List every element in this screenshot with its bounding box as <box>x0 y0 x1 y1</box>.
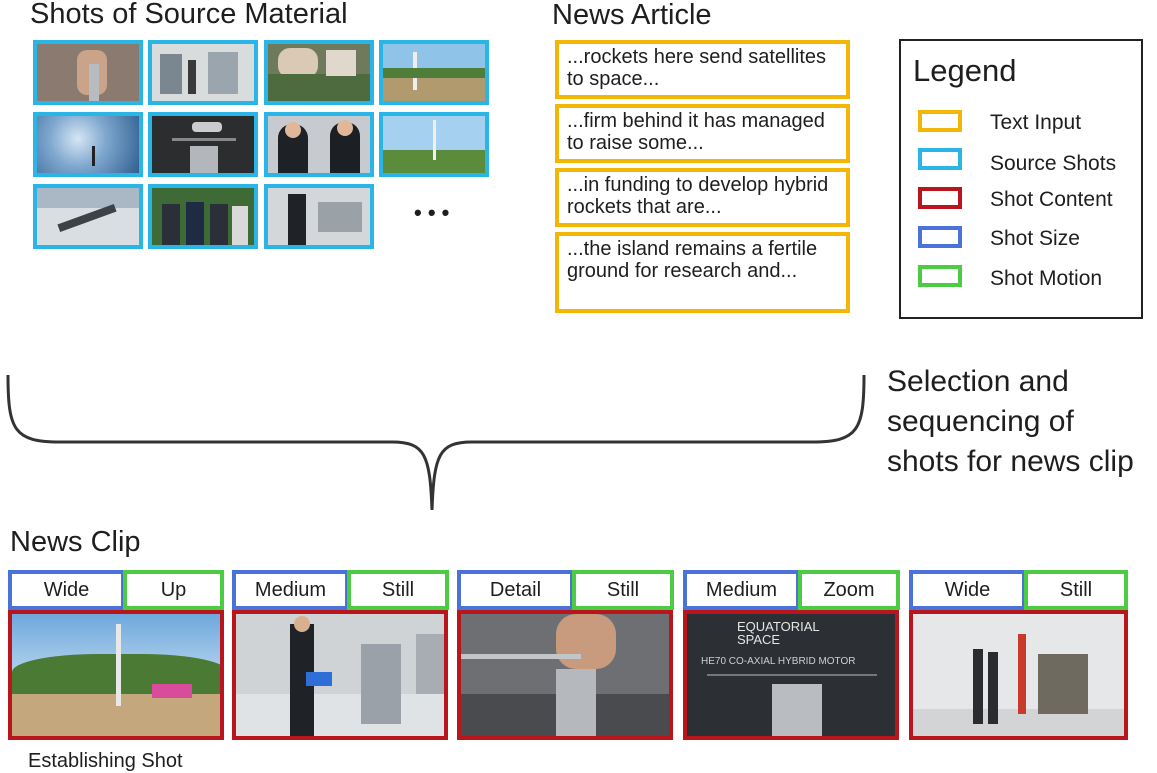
legend-swatch-shot-size <box>918 226 962 248</box>
shot-size-tag: Wide <box>8 570 125 610</box>
legend-swatch-source-shots <box>918 148 962 170</box>
legend-swatch-shot-content <box>918 187 962 209</box>
source-thumbnail <box>33 184 143 249</box>
equatorial-space-logo: EQUATORIAL SPACE <box>737 620 820 646</box>
logo-text: EQUATORIAL <box>737 619 820 634</box>
shot-frame <box>457 610 673 740</box>
shot-frame: EQUATORIAL SPACE HE70 CO-AXIAL HYBRID MO… <box>683 610 899 740</box>
legend-label: Shot Content <box>990 188 1113 211</box>
article-snippet: ...in funding to develop hybrid rockets … <box>555 168 850 227</box>
source-thumbnail <box>33 112 143 177</box>
source-thumbnail <box>264 184 374 249</box>
news-clip-heading: News Clip <box>10 526 141 558</box>
news-article-heading: News Article <box>552 0 712 31</box>
source-thumbnail <box>379 40 489 105</box>
source-thumbnail <box>148 112 258 177</box>
legend-swatch-text-input <box>918 110 962 132</box>
legend-label: Shot Size <box>990 227 1080 250</box>
shot-motion-tag: Still <box>347 570 449 610</box>
shot-motion-tag: Up <box>123 570 224 610</box>
legend-swatch-shot-motion <box>918 265 962 287</box>
shot-size-tag: Wide <box>909 570 1026 610</box>
shot-frame <box>232 610 448 740</box>
more-shots-ellipsis: • • • <box>414 200 450 225</box>
legend-label: Source Shots <box>990 152 1117 175</box>
shot-size-tag: Medium <box>232 570 349 610</box>
shot-motion-tag: Zoom <box>798 570 900 610</box>
selection-line: sequencing of <box>887 405 1074 438</box>
article-snippet: ...rockets here send satellites to space… <box>555 40 850 99</box>
article-snippet: ...the island remains a fertile ground f… <box>555 232 850 313</box>
source-thumbnail <box>379 112 489 177</box>
logo-text: SPACE <box>737 632 781 647</box>
legend-label: Shot Motion <box>990 267 1103 290</box>
shot-motion-tag: Still <box>1024 570 1128 610</box>
legend-label: Text Input <box>990 111 1082 134</box>
shot-size-tag: Detail <box>457 570 574 610</box>
motor-caption: HE70 CO-AXIAL HYBRID MOTOR <box>701 656 856 667</box>
legend-title: Legend <box>913 53 1017 88</box>
selection-line: shots for news clip <box>887 445 1134 478</box>
article-snippet: ...firm behind it has managed to raise s… <box>555 104 850 163</box>
selection-brace <box>6 374 866 511</box>
source-thumbnail <box>33 40 143 105</box>
source-thumbnail <box>148 184 258 249</box>
shot-size-tag: Medium <box>683 570 800 610</box>
shot-frame <box>909 610 1128 740</box>
selection-description: Selection and sequencing of shots for ne… <box>887 362 1134 482</box>
legend: Legend Text Input Source Shots Shot Cont… <box>899 39 1143 319</box>
establishing-shot-caption: Establishing Shot <box>28 750 183 772</box>
source-thumbnail <box>148 40 258 105</box>
selection-line: Selection and <box>887 365 1069 398</box>
shot-frame <box>8 610 224 740</box>
shot-motion-tag: Still <box>572 570 674 610</box>
source-thumbnail <box>264 112 374 177</box>
source-thumbnail <box>264 40 374 105</box>
source-material-heading: Shots of Source Material <box>30 0 348 30</box>
